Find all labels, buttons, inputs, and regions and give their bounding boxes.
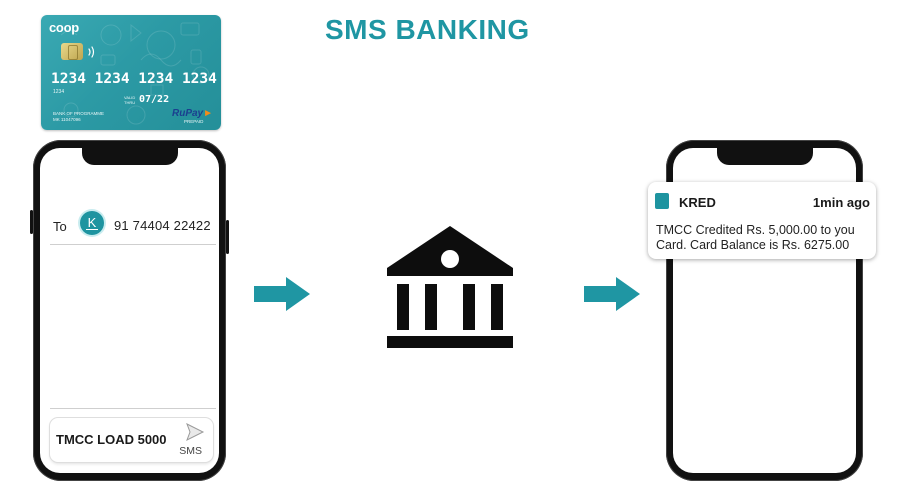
sender-phone: To K 91 74404 22422 TMCC LOAD 5000 SMS <box>30 140 229 481</box>
recipient-number: 91 74404 22422 <box>114 218 211 233</box>
page-title: SMS BANKING <box>325 14 530 45</box>
send-triangle-icon[interactable] <box>185 423 205 441</box>
card-network-logo: RuPay► <box>172 108 214 119</box>
right-arrow-icon <box>254 277 310 311</box>
contactless-icon <box>88 46 95 58</box>
contact-avatar: K <box>80 211 104 235</box>
card-bank: BANK OF PROGRAMME MK 11047096 <box>53 111 104 123</box>
recipient-row[interactable]: To K 91 74404 22422 <box>50 210 216 245</box>
card-small-number: 1234 <box>53 89 65 95</box>
notification-time: 1min ago <box>812 195 870 210</box>
notification-app-name: KRED <box>679 195 716 210</box>
card-chip-icon <box>61 43 83 60</box>
card-network-tag: PREPAID <box>184 119 204 124</box>
notification-body: TMCC Credited Rs. 5,000.00 to you Card. … <box>656 223 855 252</box>
sender-phone-screen: To K 91 74404 22422 TMCC LOAD 5000 SMS <box>40 148 219 473</box>
card-bank-line-2: MK 11047096 <box>53 117 81 122</box>
phone-notch <box>716 148 813 165</box>
message-text: TMCC LOAD 5000 <box>56 432 167 447</box>
card-number: 1234 1234 1234 1234 <box>51 71 217 87</box>
prepaid-card: coop 1234 1234 1234 1234 1234 VALID THRU… <box>41 15 221 130</box>
app-icon <box>655 193 669 209</box>
card-network-name: RuPay <box>172 108 204 119</box>
bank-building-icon <box>387 226 513 348</box>
card-bank-line-1: BANK OF PROGRAMME <box>53 111 105 116</box>
card-valid-label: VALID THRU <box>124 95 136 105</box>
card-pattern <box>60 22 210 125</box>
to-label: To <box>53 219 67 234</box>
send-sms-label[interactable]: SMS <box>179 445 202 457</box>
phone-notch <box>81 148 178 165</box>
divider <box>50 408 216 409</box>
card-side-text <box>43 55 47 115</box>
sms-notification[interactable]: KRED 1min ago TMCC Credited Rs. 5,000.00… <box>648 182 876 259</box>
card-logo: coop <box>49 20 79 35</box>
message-input[interactable]: TMCC LOAD 5000 SMS <box>50 418 213 462</box>
right-arrow-icon <box>584 277 640 311</box>
card-expiry: 07/22 <box>139 94 170 105</box>
